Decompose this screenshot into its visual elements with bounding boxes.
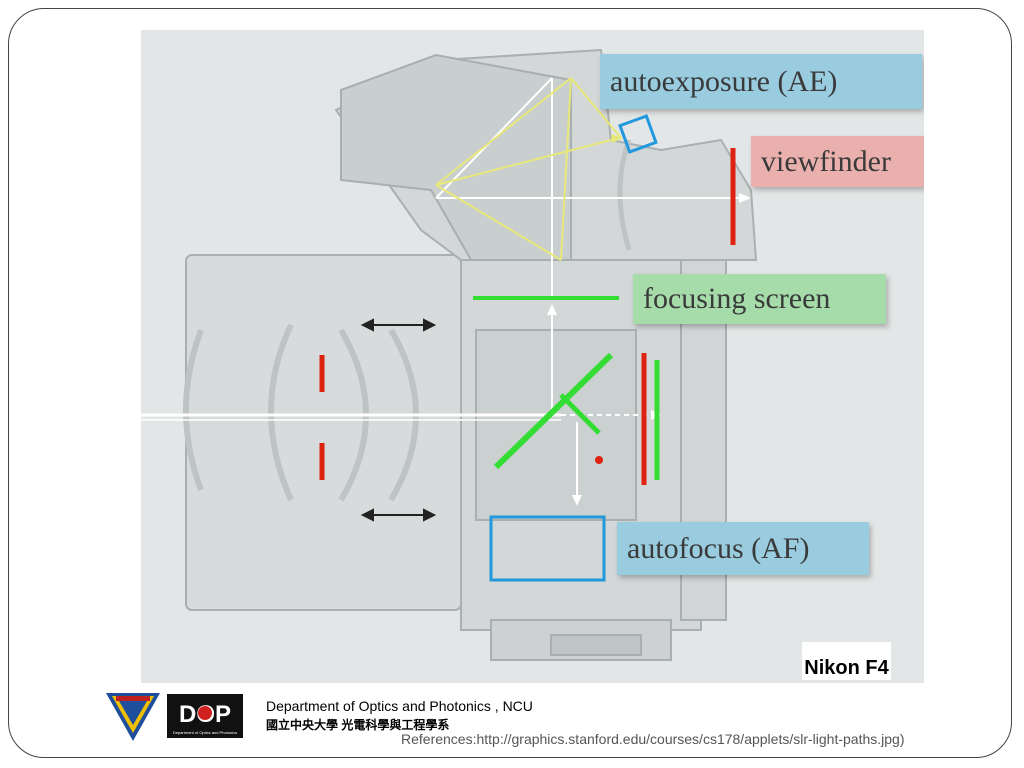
department-name-en: Department of Optics and Photonics , NCU	[266, 698, 533, 714]
autofocus-arrowhead	[572, 495, 582, 506]
main-mirror	[493, 352, 614, 470]
ae-arrowhead	[611, 134, 623, 143]
focus-travel-upper	[360, 318, 437, 332]
focusing-arrowhead	[547, 304, 557, 315]
dop-logo-icon: DOP Department of Optics and Photonics	[167, 694, 243, 738]
ae-rays	[435, 77, 622, 261]
af-module	[489, 515, 606, 582]
ncu-shield-logo-icon	[106, 693, 160, 741]
focal-marker	[595, 456, 603, 464]
focusing-screen-callout: focusing screen	[633, 274, 886, 324]
focus-travel-lower	[360, 508, 437, 522]
slide-frame	[8, 8, 1012, 758]
secondary-mirror	[559, 393, 601, 435]
department-name-zh: 國立中央大學 光電科學與工程學系	[266, 718, 450, 732]
autoexposure-callout: autoexposure (AE)	[600, 54, 922, 109]
autofocus-callout: autofocus (AF)	[617, 522, 869, 575]
pentaprism	[340, 53, 572, 261]
eyepiece-arrowhead	[739, 193, 751, 203]
camera-cutaway-svg	[141, 48, 758, 661]
references-link[interactable]: References:http://graphics.stanford.edu/…	[401, 731, 905, 747]
viewfinder-callout: viewfinder	[751, 136, 924, 187]
model-label: Nikon F4	[802, 642, 891, 680]
slr-light-path-diagram: autoexposure (AE) viewfinder focusing sc…	[141, 30, 924, 683]
ae-sensor	[618, 114, 658, 154]
dop-logo-caption: Department of Optics and Photonics	[173, 730, 237, 735]
